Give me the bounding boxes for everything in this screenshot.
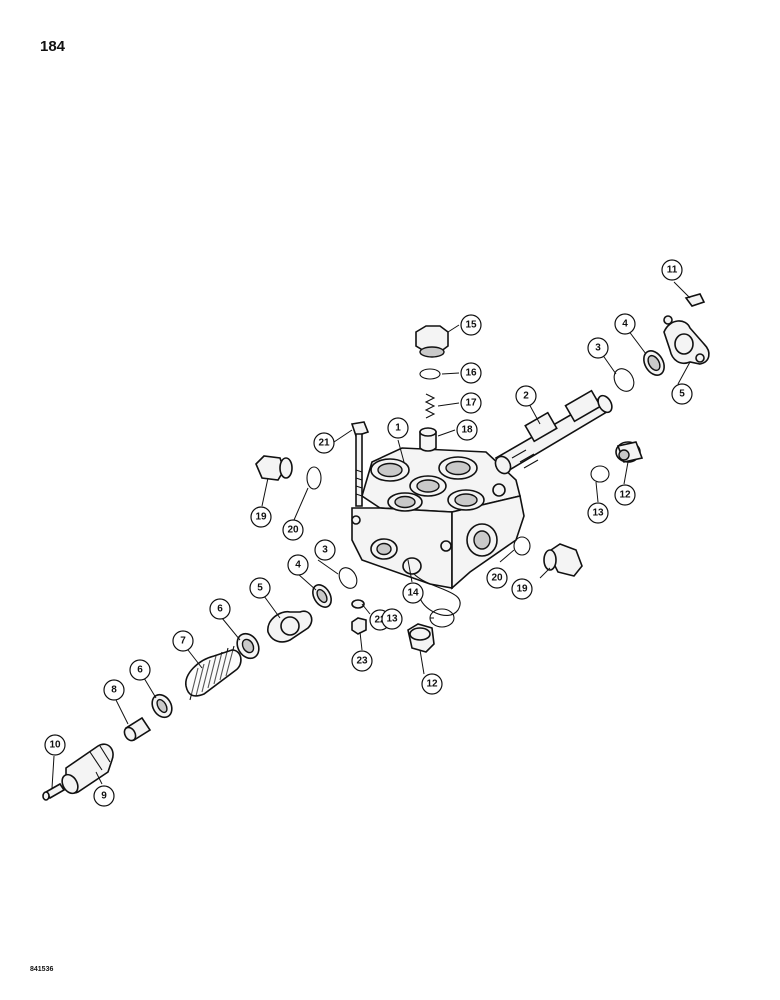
callout-11: 11 [661, 259, 683, 281]
svg-text:20: 20 [287, 525, 299, 536]
callout-12-upper: 12 [614, 484, 636, 506]
svg-text:1: 1 [395, 423, 401, 434]
poppet [419, 431, 437, 452]
plug-left [255, 455, 293, 481]
svg-text:3: 3 [595, 343, 601, 354]
callout-7: 7 [172, 630, 194, 652]
callout-4: 4 [614, 313, 636, 335]
callout-19-right: 19 [511, 578, 533, 600]
valve-body [351, 447, 525, 590]
callout-5: 5 [671, 383, 693, 405]
washer-small [351, 599, 365, 609]
callout-6-upper: 6 [209, 598, 231, 620]
figure-code: 841536 [30, 966, 54, 973]
svg-text:2: 2 [523, 391, 529, 402]
callout-15: 15 [460, 314, 482, 336]
callout-16: 16 [460, 362, 482, 384]
bolt [350, 421, 370, 507]
callout-14: 14 [402, 582, 424, 604]
svg-text:15: 15 [465, 320, 477, 331]
callout-10: 10 [44, 734, 66, 756]
callout-12-lower: 12 [421, 673, 443, 695]
svg-text:17: 17 [465, 398, 477, 409]
svg-text:7: 7 [180, 636, 186, 647]
plug-top [415, 325, 449, 353]
spring-large [185, 645, 242, 701]
callout-6-lower: 6 [129, 659, 151, 681]
callout-23: 23 [351, 650, 373, 672]
svg-text:12: 12 [619, 490, 631, 501]
screw-upper [684, 293, 706, 307]
screw-lower [42, 782, 66, 801]
callout-13-upper: 13 [587, 502, 609, 524]
svg-text:16: 16 [465, 368, 477, 379]
callout-8: 8 [103, 679, 125, 701]
o-ring-left [306, 466, 322, 490]
callout-3-lower: 3 [314, 539, 336, 561]
plug-right [543, 543, 583, 577]
o-ring-right [513, 536, 531, 556]
o-ring-upper-right [590, 465, 610, 483]
spring-top [424, 393, 436, 419]
svg-text:5: 5 [257, 583, 263, 594]
callout-4-lower: 4 [287, 554, 309, 576]
callout-9: 9 [93, 785, 115, 807]
callout-18: 18 [456, 419, 478, 441]
svg-text:10: 10 [49, 740, 61, 751]
svg-text:19: 19 [255, 512, 267, 523]
callout-1: 1 [387, 417, 409, 439]
svg-text:6: 6 [137, 665, 143, 676]
svg-text:22: 22 [374, 615, 386, 626]
callout-5-lower: 5 [249, 577, 271, 599]
svg-text:19: 19 [516, 584, 528, 595]
svg-text:20: 20 [491, 573, 503, 584]
svg-text:6: 6 [217, 604, 223, 615]
svg-text:13: 13 [386, 614, 398, 625]
o-ring-top [419, 368, 441, 380]
svg-text:12: 12 [426, 679, 438, 690]
callouts: 1 2 3 4 5 11 15 16 17 18 21 19 20 13 12 … [44, 259, 693, 807]
spool [494, 389, 613, 475]
svg-text:8: 8 [111, 685, 117, 696]
svg-text:3: 3 [322, 545, 328, 556]
callout-3: 3 [587, 337, 609, 359]
callout-21: 21 [313, 432, 335, 454]
svg-text:21: 21 [318, 438, 330, 449]
fitting-lower [407, 623, 435, 653]
callout-19-left: 19 [250, 506, 272, 528]
svg-text:4: 4 [622, 319, 628, 330]
leader-lines [51, 281, 691, 789]
svg-text:5: 5 [679, 389, 685, 400]
callout-20-left: 20 [282, 519, 304, 541]
svg-text:18: 18 [461, 425, 473, 436]
cap [61, 743, 114, 795]
fitting-upper-right [615, 441, 644, 463]
svg-text:13: 13 [592, 508, 604, 519]
callout-17: 17 [460, 392, 482, 414]
callout-20-right: 20 [486, 567, 508, 589]
page-number: 184 [40, 38, 66, 55]
callout-13-lower: 13 [381, 608, 403, 630]
svg-text:14: 14 [407, 588, 419, 599]
svg-text:4: 4 [295, 560, 301, 571]
nut [351, 617, 367, 635]
o-ring-upper [613, 368, 635, 392]
svg-text:11: 11 [667, 265, 678, 276]
svg-text:23: 23 [356, 656, 368, 667]
svg-text:9: 9 [101, 791, 107, 802]
o-ring-lower-left [338, 567, 358, 589]
callout-2: 2 [515, 385, 537, 407]
